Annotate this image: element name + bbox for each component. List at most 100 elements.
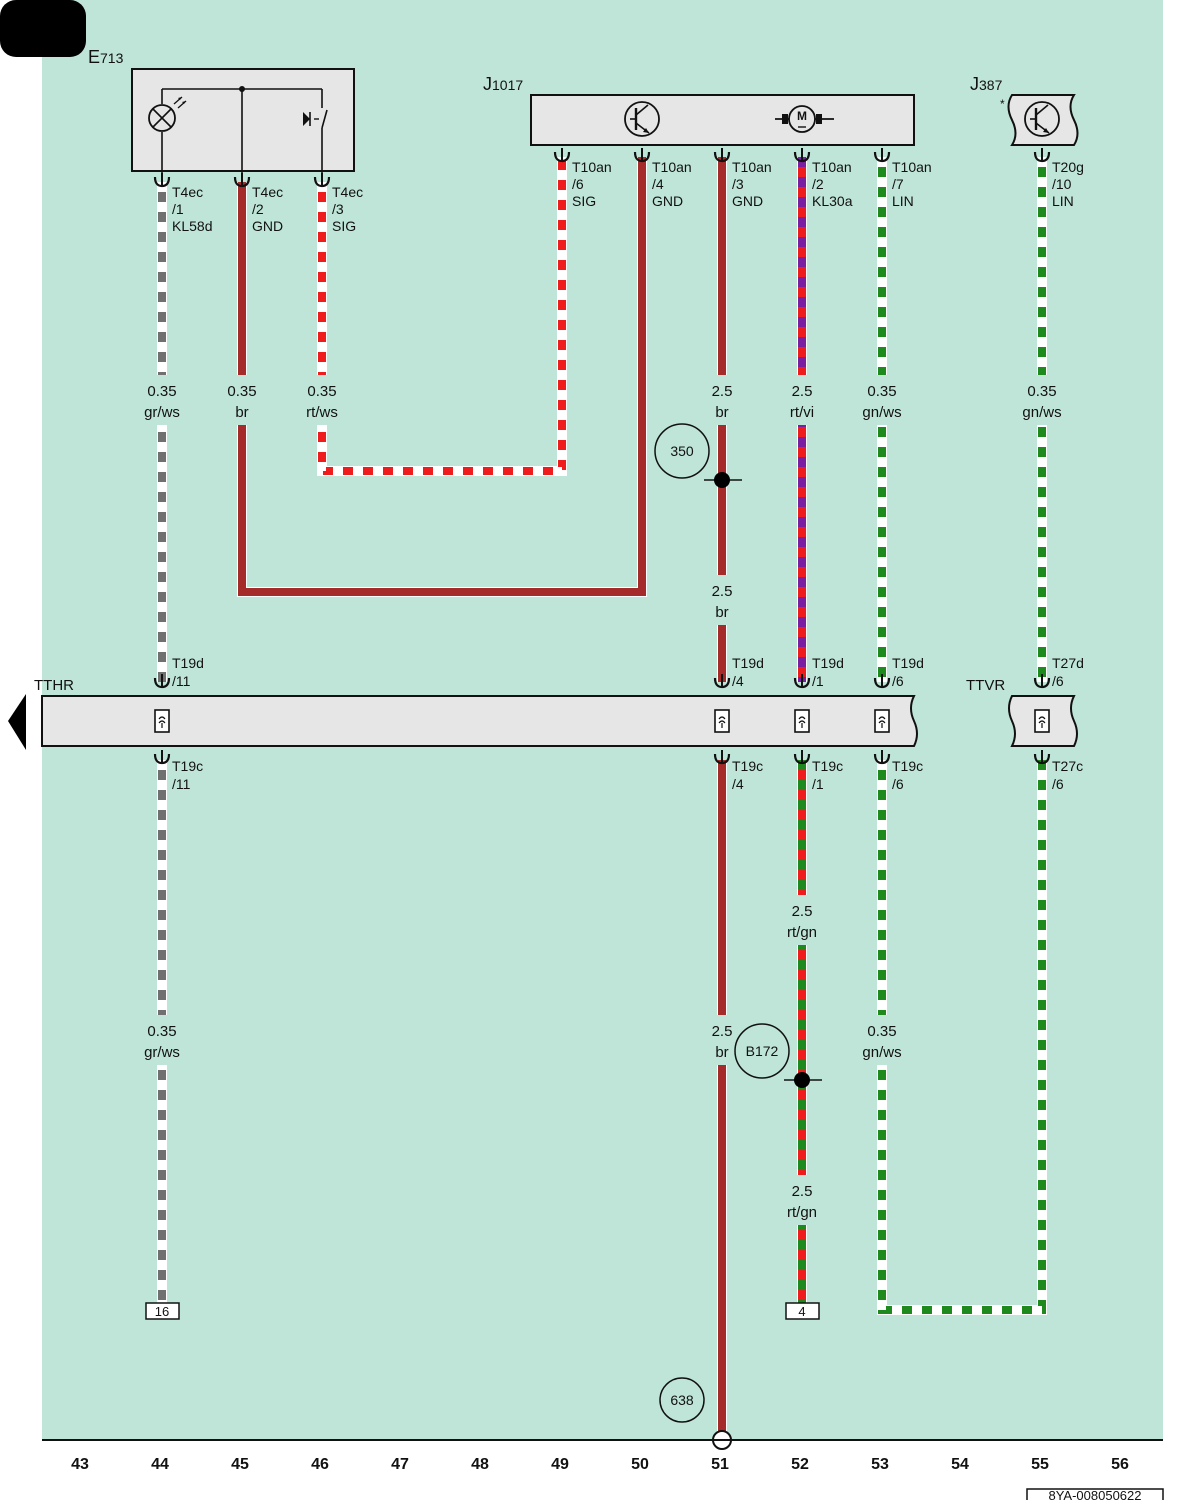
svg-text:KL30a: KL30a — [812, 193, 853, 209]
svg-text:T27d: T27d — [1052, 655, 1084, 671]
svg-text:KL58d: KL58d — [172, 218, 212, 234]
svg-text:T4ec: T4ec — [252, 184, 283, 200]
svg-text:/1: /1 — [812, 776, 824, 792]
column-number: 46 — [311, 1456, 329, 1473]
wire-color: rt/ws — [306, 404, 338, 421]
splice-350 — [704, 472, 742, 488]
svg-text:/2: /2 — [812, 176, 824, 192]
svg-text:SIG: SIG — [572, 193, 596, 209]
connector-label-tthr: TTHR — [34, 677, 74, 694]
page-tab — [0, 0, 86, 57]
wire-size: 0.35 — [867, 1023, 896, 1040]
continuation-box-4-label: 4 — [798, 1304, 805, 1319]
component-e713: E713 — [88, 47, 355, 177]
svg-text:T19c: T19c — [892, 758, 923, 774]
reference-b172-label: B172 — [746, 1043, 779, 1059]
page-continuation-arrow-icon[interactable] — [8, 694, 26, 750]
wire-size: 2.5 — [712, 383, 733, 400]
connector-ttvr: TTVR — [966, 677, 1078, 747]
lamp-icon — [148, 96, 187, 132]
wire-color: rt/vi — [790, 404, 814, 421]
component-j387: J387 * — [970, 74, 1079, 146]
column-number: 54 — [951, 1456, 969, 1473]
component-label-j1017: J1017 — [483, 74, 523, 94]
svg-text:T19c: T19c — [732, 758, 763, 774]
svg-text:GND: GND — [732, 193, 763, 209]
column-number: 56 — [1111, 1456, 1129, 1473]
pin-label-t19d-11: T19d/11 — [172, 655, 204, 689]
svg-text:/4: /4 — [652, 176, 664, 192]
column-number: 45 — [231, 1456, 249, 1473]
connector-label-ttvr: TTVR — [966, 677, 1005, 694]
column-number: 50 — [631, 1456, 649, 1473]
continuation-box-4[interactable]: 4 — [785, 1302, 820, 1320]
motor-icon: M — [775, 105, 834, 133]
svg-text:LIN: LIN — [1052, 193, 1074, 209]
svg-text:SIG: SIG — [332, 218, 356, 234]
column-number: 53 — [871, 1456, 889, 1473]
svg-text:LIN: LIN — [892, 193, 914, 209]
svg-text:/6: /6 — [892, 776, 904, 792]
wire-label-w44b: 0.35 gr/ws — [138, 1015, 186, 1065]
wire-color: rt/gn — [787, 1204, 817, 1221]
wire-label-w51c: 2.5 br — [698, 1015, 746, 1065]
connector-pin-44 — [154, 709, 170, 733]
svg-text:/11: /11 — [172, 776, 191, 792]
wire-color: br — [235, 404, 248, 421]
connector-pin-51 — [714, 709, 730, 733]
svg-text:/11: /11 — [172, 673, 191, 689]
reference-350-label: 350 — [670, 443, 694, 459]
svg-text:/4: /4 — [732, 673, 744, 689]
reference-b172[interactable]: B172 — [734, 1023, 790, 1079]
svg-text:/3: /3 — [732, 176, 744, 192]
document-id: 8YA-008050622 — [1026, 1488, 1164, 1504]
reference-350[interactable]: 350 — [654, 423, 710, 479]
wire-size: 2.5 — [712, 583, 733, 600]
svg-text:/1: /1 — [812, 673, 824, 689]
motor-label: M — [797, 109, 807, 123]
svg-text:/6: /6 — [892, 673, 904, 689]
column-number: 49 — [551, 1456, 569, 1473]
wire-size: 0.35 — [1027, 383, 1056, 400]
pin-label-t19c-11: T19c/11 — [172, 758, 203, 792]
splice-b172 — [784, 1072, 822, 1088]
continuation-box-16[interactable]: 16 — [145, 1302, 180, 1320]
wire-46-loop — [317, 157, 567, 476]
pin-label-t19d-1: T19d/1 — [812, 655, 844, 689]
pin-label-t19c-4: T19c/4 — [732, 758, 763, 792]
svg-text:/6: /6 — [1052, 776, 1064, 792]
svg-text:T10an: T10an — [572, 159, 612, 175]
svg-text:T10an: T10an — [652, 159, 692, 175]
svg-text:T10an: T10an — [892, 159, 932, 175]
wire-color: br — [715, 1044, 728, 1061]
pin-label-t27d-6: T27d/6 — [1052, 655, 1084, 689]
svg-text:T19d: T19d — [892, 655, 924, 671]
svg-text:/3: /3 — [332, 201, 344, 217]
connector-pin-55 — [1034, 709, 1050, 733]
wire-label-w52b: 2.5 rt/gn — [776, 895, 828, 945]
column-number: 48 — [471, 1456, 489, 1473]
pin-label-t19d-6: T19d/6 — [892, 655, 924, 689]
svg-text:T4ec: T4ec — [332, 184, 363, 200]
wire-size: 0.35 — [867, 383, 896, 400]
svg-text:GND: GND — [652, 193, 683, 209]
pin-label-t19c-6: T19c/6 — [892, 758, 923, 792]
transistor-icon — [1024, 101, 1060, 137]
svg-text:GND: GND — [252, 218, 283, 234]
reference-638[interactable]: 638 — [659, 1377, 705, 1423]
pin-label-t19d-4: T19d/4 — [732, 655, 764, 689]
column-number: 55 — [1031, 1456, 1049, 1473]
wire-label-w53b: 0.35 gn/ws — [856, 1015, 908, 1065]
svg-text:/10: /10 — [1052, 176, 1072, 192]
column-number: 47 — [391, 1456, 409, 1473]
pin-label-t27c-6: T27c/6 — [1052, 758, 1083, 792]
wire-size: 0.35 — [147, 383, 176, 400]
